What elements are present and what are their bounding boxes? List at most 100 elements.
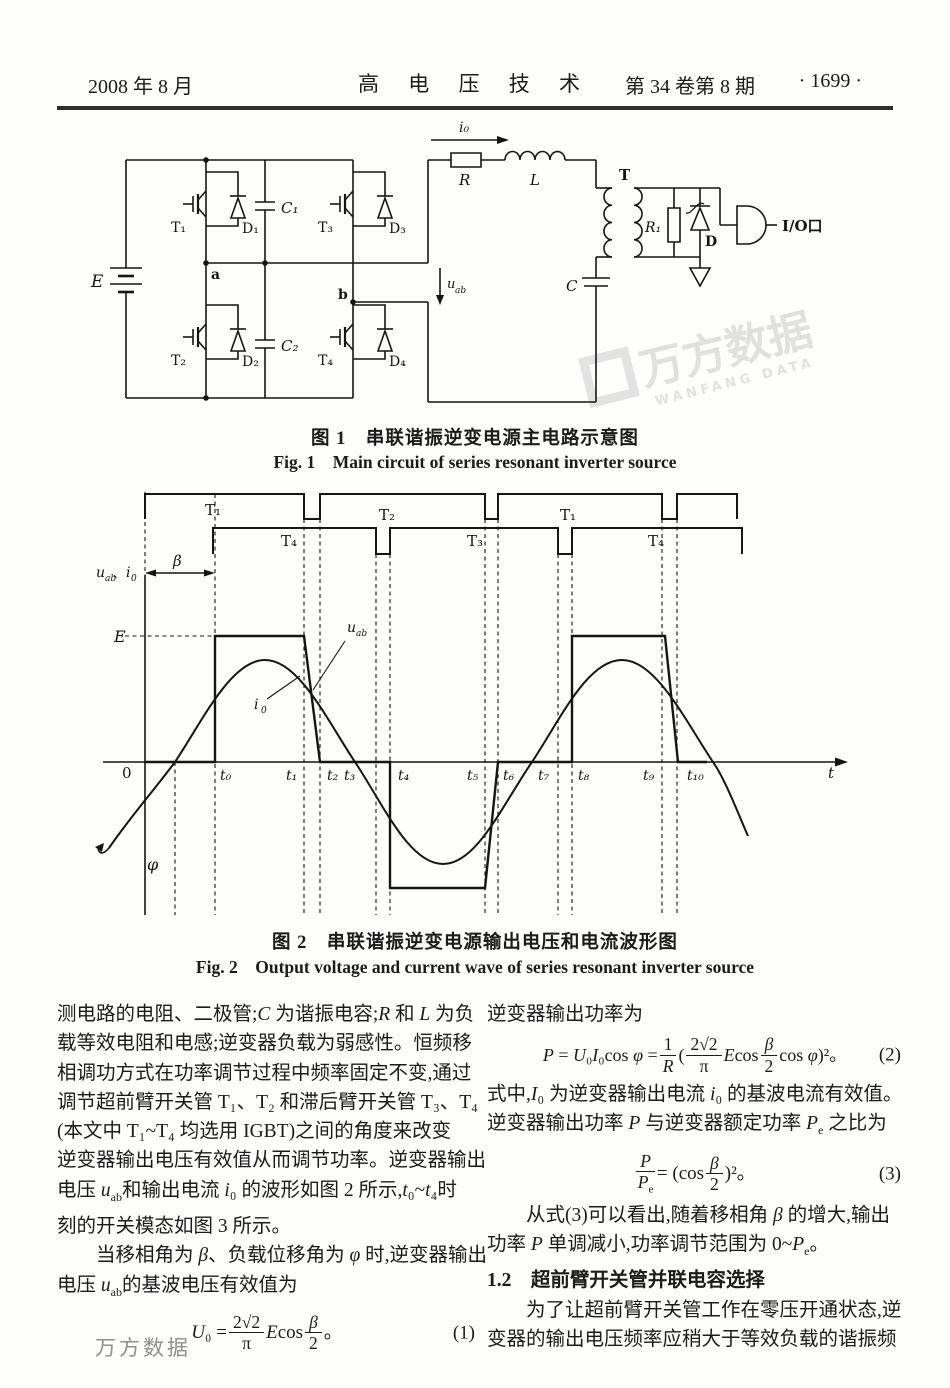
right-column-text-a: 逆变器输出功率为: [487, 1000, 903, 1029]
gate-label-t1-b: T₁: [560, 506, 576, 524]
text-line: 变器的输出电压频率应稍大于等效负载的谐振频: [487, 1329, 897, 1351]
text-line: 功率 P 单调减小,功率调节范围为 0~Pe。: [487, 1234, 830, 1259]
tick-zero: 0: [122, 764, 132, 782]
resistor-R1: [668, 188, 680, 257]
eq1-mid: Ecos: [266, 1321, 304, 1343]
junction-dot: [262, 260, 268, 266]
gate-label-t4-a: T₄: [281, 532, 297, 550]
igbt-t2: [183, 324, 206, 350]
tick-t4: t₄: [398, 768, 410, 784]
inductor-L: [505, 152, 565, 161]
text-line: 电压 uab的基波电压有效值为: [57, 1274, 298, 1299]
text-line: 测电路的电阻、二极管;C 为谐振电容;R 和 L 为负: [57, 1004, 475, 1025]
capacitor-leg: [255, 160, 275, 398]
gate-label-t1-a: T₁: [205, 501, 221, 519]
label-D1: D₁: [242, 221, 259, 237]
text-line: 逆变器输出功率为: [487, 1004, 644, 1025]
tick-t9: t₉: [643, 768, 655, 784]
left-column: 测电路的电阻、二极管;C 为谐振电容;R 和 L 为负载等效电阻和电感;逆变器负…: [57, 1000, 488, 1358]
text-line: 调节超前臂开关管 T₁、T₂ 和滞后臂开关管 T₃、T₄: [57, 1091, 478, 1113]
figure-2-caption-en: Fig. 2 Output voltage and current wave o…: [195, 957, 755, 977]
beta-phase-arrow: [145, 569, 215, 577]
label-beta: β: [172, 552, 182, 570]
text-line: 式中,I₀ 为逆变器输出电流 i₀ 的基波电流有效值。: [487, 1084, 903, 1106]
eq3-mid: = (cos: [656, 1163, 705, 1185]
axis-label-sep: 、: [113, 567, 124, 580]
label-D-diode: D: [705, 234, 717, 250]
text-line: 逆变器输出功率 P 与逆变器额定功率 Pe 之比为: [487, 1113, 887, 1138]
label-E-level: E: [113, 627, 126, 646]
tick-t2: t₂: [327, 768, 339, 784]
header-page-number: · 1699 ·: [798, 70, 862, 92]
capacitor-C: [582, 278, 610, 402]
igbt-t1: [183, 191, 206, 217]
label-uab-sub: ab: [455, 286, 466, 296]
text-line: (本文中 T₁~T₄ 均选用 IGBT)之间的角度来改变: [57, 1121, 452, 1143]
tick-t8: t₈: [578, 768, 590, 784]
junction-dot-a: [203, 260, 209, 266]
junction-dot-b: [350, 299, 356, 305]
text-line: 从式(3)可以看出,随着移相角 β 的增大,输出: [487, 1204, 890, 1226]
label-io-port: I/O口: [782, 217, 823, 235]
gate-label-t3: T₃: [467, 532, 483, 550]
header-issue: 第 34 卷第 8 期: [625, 76, 755, 98]
eq2-tag: (2): [878, 1044, 901, 1066]
label-D2: D₂: [242, 354, 259, 370]
dashed-gridlines: [125, 492, 677, 915]
label-T1: T₁: [171, 220, 186, 236]
text-line: 刻的开关模态如图 3 所示。: [57, 1215, 292, 1237]
junction-dot: [203, 157, 209, 163]
label-C2: C₂: [281, 337, 299, 355]
left-column-text: 测电路的电阻、二极管;C 为谐振电容;R 和 L 为负载等效电阻和电感;逆变器负…: [57, 1000, 488, 1307]
eq2-f2-den: π: [699, 1055, 709, 1076]
uab-voltage-waveform: [145, 636, 707, 888]
right-column-text-c: 从式(3)可以看出,随着移相角 β 的增大,输出功率 P 单调减小,功率调节范围…: [487, 1201, 903, 1354]
tick-t1: t₁: [286, 768, 297, 784]
eq2-f3-den: 2: [764, 1055, 774, 1076]
figure-2-caption-zh: 图 2 串联谐振逆变电源输出电压和电流波形图: [272, 933, 678, 953]
wanfang-watermark: 万方数据 WANFANG DATA: [583, 305, 818, 409]
eq1-f1-den: π: [242, 1333, 251, 1354]
gate-label-t2: T₂: [379, 506, 395, 524]
footer-watermark: 万方数据: [95, 1336, 191, 1360]
label-node-a: a: [211, 267, 220, 283]
battery-symbol: [110, 160, 142, 398]
eq3-f1-den: Pe: [637, 1171, 654, 1196]
eq2-f1-den: R: [662, 1055, 674, 1076]
header-journal-title: 高 电 压 技 术: [358, 72, 592, 96]
eq3-end: )²。: [724, 1163, 756, 1185]
eq1-f1-num: 2√2: [229, 1312, 265, 1334]
eq3-f2-num: β: [706, 1154, 723, 1175]
text-line: 相调功方式在功率调节过程中频率固定不变,通过: [57, 1062, 472, 1084]
eq1-f2-num: β: [305, 1313, 322, 1334]
text-line: 电压 uab和输出电流 i₀ 的波形如图 2 所示,t₀~t₄时: [57, 1179, 457, 1204]
label-L: L: [529, 171, 540, 189]
eq1-f2-den: 2: [309, 1333, 318, 1354]
eq3-tag: (3): [878, 1163, 901, 1185]
diode-d2: [206, 305, 246, 359]
tick-t7: t₇: [538, 768, 550, 784]
gate-label-t4-b: T₄: [648, 532, 664, 550]
diode-d4: [353, 305, 393, 359]
i0-leader-line: [267, 676, 300, 699]
eq1-tag: (1): [452, 1321, 475, 1343]
zener-diode-D: [686, 188, 710, 257]
figure-1-circuit-diagram: 万方数据 WANFANG DATA E C₁: [90, 120, 823, 409]
tick-t0: t₀: [220, 768, 232, 784]
junction-dot: [203, 395, 209, 401]
text-line: 当移相角为 β、负载位移角为 φ 时,逆变器输出: [57, 1245, 488, 1267]
eq2-f1-num: 1: [659, 1035, 677, 1056]
eq1-lhs: U₀ =: [191, 1321, 228, 1343]
label-R: R: [458, 171, 470, 189]
label-D3: D₃: [389, 221, 406, 237]
igbt-t4: [330, 324, 353, 350]
x-axis: [103, 757, 848, 767]
